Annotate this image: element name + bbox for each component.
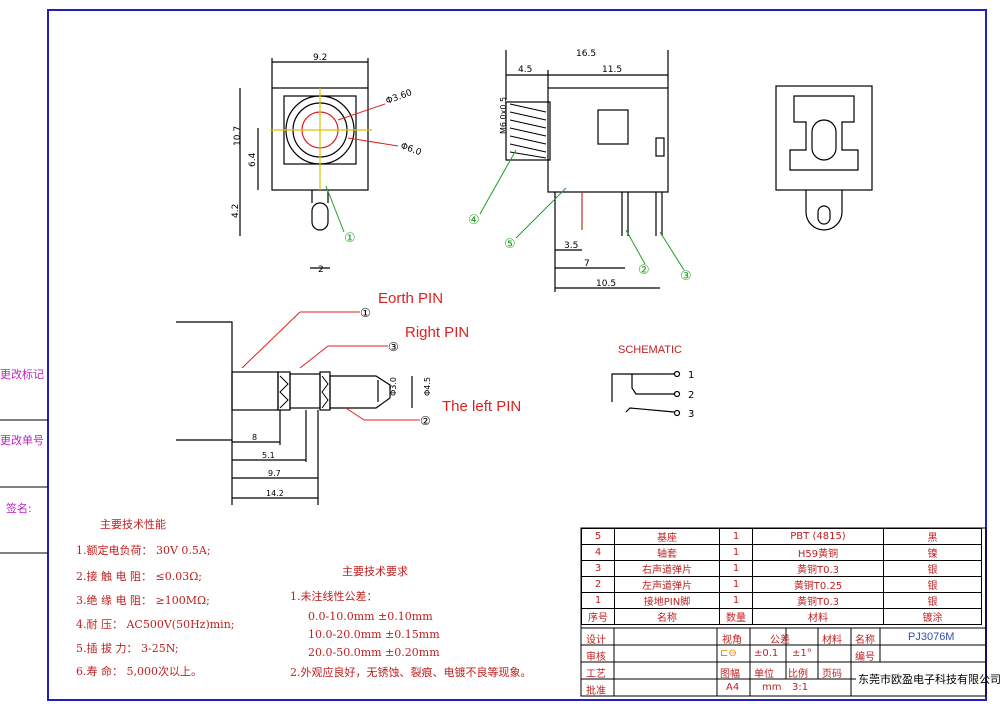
company-name: 东莞市欧盈电子科技有限公司: [858, 673, 1000, 686]
spec-item: 4.耐 压： AC500V(50Hz)min;: [76, 618, 235, 631]
side-dim-35: 3.5: [564, 241, 578, 251]
plug-dim-d45: Φ4.5: [423, 377, 432, 396]
page-label: 页码: [822, 669, 842, 680]
specs-title: 主要技术性能: [100, 518, 166, 531]
signature-label: 签名:: [6, 502, 32, 515]
schematic-title: SCHEMATIC: [618, 344, 682, 356]
leader: [241, 311, 301, 369]
front-view: [239, 58, 372, 269]
leader: [479, 149, 517, 215]
requirements-title: 主要技术要求: [342, 565, 408, 578]
rear-view: [775, 85, 873, 231]
spec-item: 1.额定电负荷： 30V 0.5A;: [76, 544, 211, 557]
sheet-label: 图幅: [720, 669, 740, 680]
leader: [345, 407, 365, 421]
approve-label: 批准: [586, 686, 606, 697]
leader: [325, 185, 345, 233]
side-dim-165: 16.5: [576, 49, 596, 59]
leader: [337, 103, 386, 121]
unit-value: mm: [762, 682, 782, 693]
plug-dim-8: 8: [252, 433, 257, 442]
number-label: 编号: [855, 652, 875, 663]
front-dim-d60: Φ6.0: [399, 141, 423, 158]
earth-pin-label: Eorth PIN: [378, 290, 444, 307]
side-dim-7: 7: [584, 259, 590, 269]
side-callout-3: ③: [680, 269, 692, 284]
linear-tolerance: ±0.1: [754, 648, 779, 659]
check-label: 审核: [586, 652, 606, 663]
view-label: 视角: [722, 635, 742, 646]
projection-symbol: ⊏⊖: [720, 648, 737, 659]
sheet-value: A4: [726, 682, 740, 693]
schematic-pin-1: 1: [688, 370, 694, 381]
schematic-drawing: [611, 370, 681, 417]
spec-item: 3.绝 缘 电 阻： ≥100MΩ;: [76, 594, 210, 607]
plug-callout-2: ②: [420, 414, 431, 428]
spec-item: 2.接 触 电 阻： ≤0.03Ω;: [76, 570, 203, 583]
front-dim-42: 4.2: [231, 204, 241, 218]
side-dim-105: 10.5: [596, 279, 616, 289]
leader: [347, 137, 399, 147]
schematic-pin-3: 3: [688, 409, 694, 420]
front-dim-64: 6.4: [248, 152, 258, 167]
process-label: 工艺: [586, 669, 606, 680]
requirement-item: 2.外观应良好，无锈蚀、裂痕、电镀不良等现象。: [290, 666, 532, 679]
side-dim-45: 4.5: [518, 65, 532, 75]
plug-dim-142: 14.2: [266, 489, 284, 498]
spec-item: 5.插 拔 力： 3-25N;: [76, 642, 179, 655]
front-dim-d360: Φ3.60: [385, 88, 414, 107]
side-callout-5: ⑤: [504, 237, 516, 252]
leader: [625, 229, 646, 265]
part-number: PJ3076M: [908, 631, 955, 643]
revision-number-label: 更改单号: [0, 434, 44, 447]
plug-callout-3: ③: [388, 340, 399, 354]
leader: [659, 231, 685, 271]
requirement-item: 1.未注线性公差：: [290, 590, 378, 603]
scale-value: 3:1: [792, 682, 809, 693]
right-pin-label: Right PIN: [405, 324, 470, 341]
requirement-item: 20.0-50.0mm ±0.20mm: [308, 646, 440, 659]
schematic-pin-2: 2: [688, 390, 694, 401]
plug-dim-d30: Φ3.0: [389, 377, 398, 396]
thread-coils: [509, 103, 547, 159]
plug-callout-1: ①: [360, 306, 371, 320]
angle-tolerance: ±1°: [792, 648, 812, 659]
front-dim-height: 10.7: [233, 126, 243, 146]
scale-label: 比例: [788, 669, 808, 680]
leader: [515, 187, 567, 239]
name-label: 名称: [855, 635, 875, 646]
plug-dim-51: 5.1: [262, 451, 275, 460]
leader: [299, 345, 329, 369]
spec-item: 6.寿 命： 5,000次以上。: [76, 665, 202, 678]
side-dim-115: 11.5: [602, 65, 622, 75]
front-callout-1: ①: [344, 231, 356, 246]
material-label: 材料: [822, 635, 842, 646]
side-view: [505, 50, 669, 292]
side-callout-4: ④: [468, 213, 480, 228]
design-label: 设计: [586, 635, 606, 646]
unit-label: 单位: [754, 669, 774, 680]
front-dim-width: 9.2: [313, 53, 327, 63]
table-header: 序号名称数量材料镀涂: [581, 608, 982, 625]
plug-insulators: [279, 375, 329, 409]
front-dim-2: 2: [318, 265, 324, 275]
tolerance-label: 公差: [770, 635, 790, 646]
plug-drawing: [176, 321, 413, 505]
left-pin-label: The left PIN: [442, 398, 522, 415]
requirement-item: 10.0-20.0mm ±0.15mm: [308, 628, 440, 641]
revision-mark-label: 更改标记: [0, 368, 44, 381]
side-dim-thread: M6.0ⅹ0.5: [499, 97, 508, 134]
plug-dim-97: 9.7: [268, 469, 281, 478]
requirement-item: 0.0-10.0mm ±0.10mm: [308, 610, 433, 623]
side-callout-2: ②: [638, 263, 650, 278]
frame-border: [47, 9, 987, 701]
